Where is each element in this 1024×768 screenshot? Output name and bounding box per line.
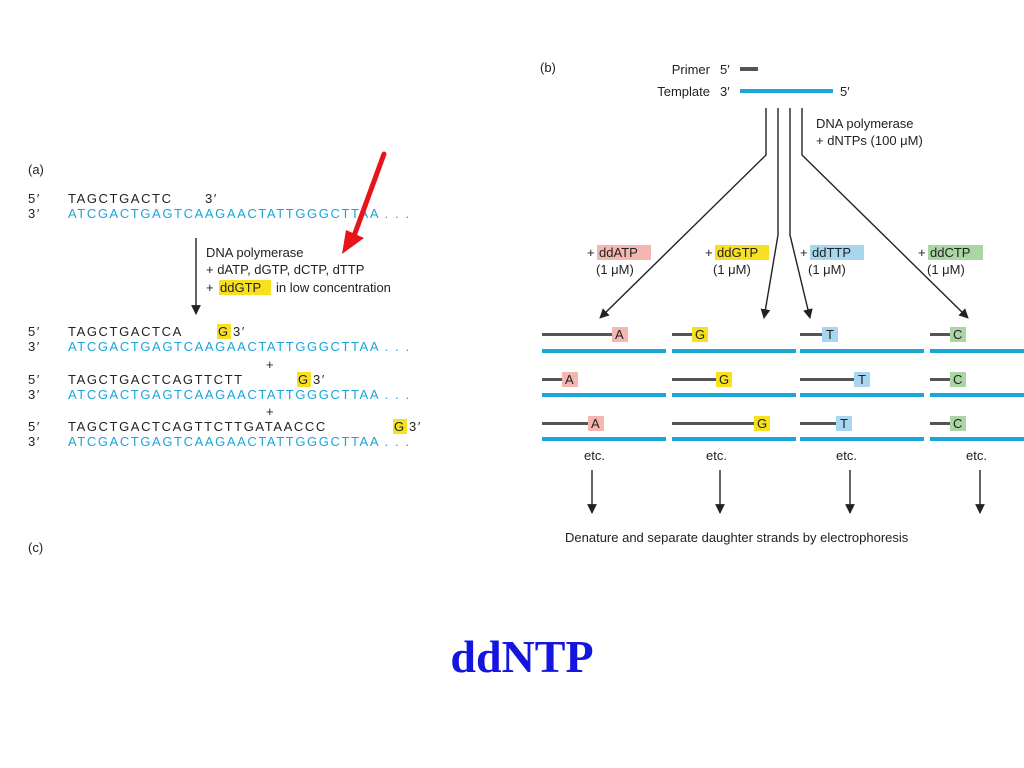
reagent-a: + ddATP (1 μM) — [587, 245, 651, 277]
product-1-template: ATCGACTGAGTCAAGAACTATTGGGCTTAA . . . — [68, 339, 411, 354]
column-g-products: G G G — [672, 327, 796, 441]
branch-arrow-g — [760, 108, 779, 319]
top-strand-3-end: 3′ — [205, 191, 218, 206]
svg-text:A: A — [591, 416, 600, 431]
reaction-line-2: + dATP, dGTP, dCTP, dTTP — [206, 262, 364, 277]
product-2-template-3-end: 3′ — [28, 387, 41, 402]
top-strand-5-end: 5′ — [28, 191, 41, 206]
svg-text:C: C — [953, 372, 962, 387]
product-3-term-highlight — [393, 419, 407, 434]
product-1-5-end: 5′ — [28, 324, 41, 339]
polymerase-line-1: DNA polymerase — [816, 116, 914, 131]
svg-text:C: C — [953, 327, 962, 342]
reaction-line-3-plus: + — [206, 280, 214, 295]
product-2-3-end: 3′ — [313, 372, 326, 387]
template-sequence: ATCGACTGAGTCAAGAACTATTGGGCTTAA . . . — [68, 206, 411, 221]
primer-label: Primer — [672, 62, 711, 77]
reagent-a-conc: (1 μM) — [596, 262, 634, 277]
product-2-term-highlight — [297, 372, 311, 387]
etc-t: etc. — [836, 448, 857, 463]
column-a-products: A A A — [542, 327, 666, 441]
template-b-3-end: 3′ — [720, 84, 730, 99]
branch-arrows — [599, 108, 969, 319]
reagent-c: + ddCTP (1 μM) — [918, 245, 983, 277]
reagent-g-conc: (1 μM) — [713, 262, 751, 277]
electrophoresis-arrows — [587, 470, 985, 514]
svg-text:+: + — [705, 245, 713, 260]
product-3-template: ATCGACTGAGTCAAGAACTATTGGGCTTAA . . . — [68, 434, 411, 449]
svg-text:T: T — [840, 416, 848, 431]
reagent-g: + ddGTP (1 μM) — [705, 245, 769, 277]
etc-a: etc. — [584, 448, 605, 463]
svg-text:G: G — [695, 327, 705, 342]
electrophoresis-caption: Denature and separate daughter strands b… — [565, 530, 909, 545]
panel-b-label: (b) — [540, 60, 556, 75]
slide-title: ddNTP — [450, 631, 593, 682]
reaction-line-1: DNA polymerase — [206, 245, 304, 260]
reagent-c-conc: (1 μM) — [927, 262, 965, 277]
reagent-c-name: ddCTP — [930, 245, 970, 260]
reaction-ddgtp: ddGTP — [220, 280, 261, 295]
ddgtp-highlight — [219, 280, 271, 295]
etc-g: etc. — [706, 448, 727, 463]
plus-sign-1: + — [266, 357, 274, 372]
template-label: Template — [657, 84, 710, 99]
svg-text:C: C — [953, 416, 962, 431]
svg-text:G: G — [757, 416, 767, 431]
panel-a: (a) 5′ TAGCTGACTC 3′ 3′ ATCGACTGAGTCAAGA… — [28, 162, 422, 555]
product-1-template-3-end: 3′ — [28, 339, 41, 354]
reagent-a-name: ddATP — [599, 245, 638, 260]
panel-b: (b) Primer 5′ Template 3′ 5′ DNA polymer… — [540, 60, 1024, 545]
svg-text:+: + — [800, 245, 808, 260]
reagent-t-conc: (1 μM) — [808, 262, 846, 277]
top-strand-sequence: TAGCTGACTC — [68, 191, 173, 206]
plus-sign-2: + — [266, 404, 274, 419]
polymerase-line-2: + dNTPs (100 μM) — [816, 133, 923, 148]
svg-text:T: T — [826, 327, 834, 342]
product-1-term-highlight — [217, 324, 231, 339]
product-3-3-end: 3′ — [409, 419, 422, 434]
svg-text:A: A — [565, 372, 574, 387]
column-t-products: T T T — [800, 327, 924, 441]
product-3-sequence: TAGCTGACTCAGTTCTTGATAACCC — [68, 419, 327, 434]
svg-text:+: + — [587, 245, 595, 260]
primer-strand — [740, 67, 758, 71]
product-3-terminator: G — [394, 419, 406, 434]
product-3-template-3-end: 3′ — [28, 434, 41, 449]
product-1-terminator: G — [218, 324, 230, 339]
product-2-template: ATCGACTGAGTCAAGAACTATTGGGCTTAA . . . — [68, 387, 411, 402]
product-2-terminator: G — [298, 372, 310, 387]
product-1-3-end: 3′ — [233, 324, 246, 339]
branch-arrow-t — [789, 108, 813, 319]
reagent-g-name: ddGTP — [717, 245, 758, 260]
template-3-end: 3′ — [28, 206, 41, 221]
branch-arrow-c — [801, 108, 969, 319]
product-2-5-end: 5′ — [28, 372, 41, 387]
template-b-5-end: 5′ — [840, 84, 850, 99]
product-2-sequence: TAGCTGACTCAGTTCTT — [68, 372, 244, 387]
panel-a-label: (a) — [28, 162, 44, 177]
panel-c-label: (c) — [28, 540, 43, 555]
product-1-sequence: TAGCTGACTCA — [68, 324, 183, 339]
column-c-products: C C C — [930, 327, 1024, 441]
product-3-5-end: 5′ — [28, 419, 41, 434]
reaction-line-3-rest: in low concentration — [276, 280, 391, 295]
template-strand — [740, 89, 833, 93]
svg-text:A: A — [615, 327, 624, 342]
svg-text:+: + — [918, 245, 926, 260]
reagent-t: + ddTTP (1 μM) — [800, 245, 864, 277]
svg-text:G: G — [719, 372, 729, 387]
reagent-t-name: ddTTP — [812, 245, 851, 260]
etc-c: etc. — [966, 448, 987, 463]
primer-5-end: 5′ — [720, 62, 730, 77]
svg-text:T: T — [858, 372, 866, 387]
red-pointer-arrow — [342, 151, 387, 254]
branch-arrow-a — [599, 108, 767, 319]
